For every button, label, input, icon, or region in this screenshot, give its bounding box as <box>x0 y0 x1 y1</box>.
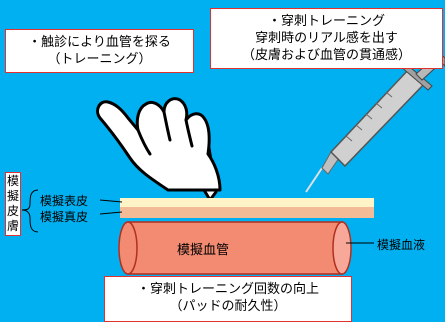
simulated-skin-label: 模 擬 皮 膚 <box>5 172 21 236</box>
dermis-layer <box>120 207 374 218</box>
palpation-line1: ・触診により血管を探る <box>28 35 171 50</box>
pointing-hand-icon <box>96 97 222 202</box>
skin-bracket <box>21 189 39 233</box>
durability-callout: ・穿刺トレーニング回数の向上 （パッドの耐久性） <box>104 276 352 322</box>
skin-char: 皮 <box>6 204 19 218</box>
skin-char: 擬 <box>6 189 19 203</box>
durability-line1: ・穿刺トレーニング回数の向上 <box>136 282 319 297</box>
palpation-line2: （トレーニング） <box>47 52 152 67</box>
epidermis-layer <box>120 198 374 207</box>
puncture-line3: （皮膚および血管の貫通感） <box>241 48 411 63</box>
puncture-callout: ・穿刺トレーニング 穿刺時のリアル感を出す （皮膚および血管の貫通感） <box>210 8 443 69</box>
epidermis-label: 模擬表皮 <box>40 194 89 208</box>
puncture-line1: ・穿刺トレーニング <box>267 14 385 29</box>
durability-line2: （パッドの耐久性） <box>169 299 287 314</box>
blood-label: 模擬血液 <box>377 238 426 252</box>
vessel-label: 模擬血管 <box>177 243 230 258</box>
skin-char: 膚 <box>6 219 19 233</box>
dermis-leader <box>99 211 123 215</box>
puncture-line2: 穿刺時のリアル感を出す <box>255 31 398 46</box>
palpation-callout: ・触診により血管を探る （トレーニング） <box>5 29 194 73</box>
epidermis-leader <box>99 199 123 203</box>
skin-char: 模 <box>6 174 19 188</box>
blood-vessel <box>118 221 352 275</box>
dermis-label: 模擬真皮 <box>40 210 89 224</box>
